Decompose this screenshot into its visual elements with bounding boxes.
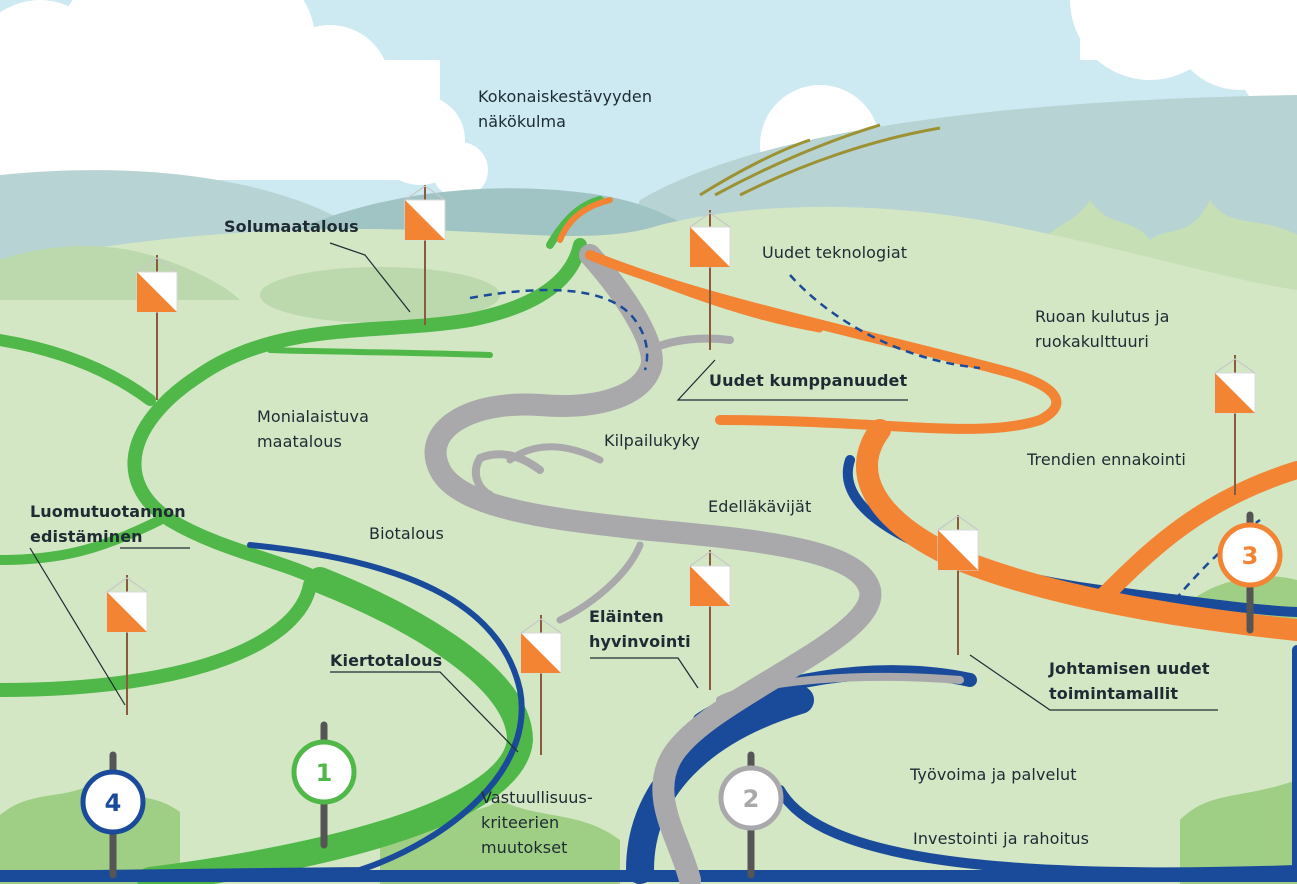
marker-1-label: 1: [316, 759, 333, 787]
cloud-right: [1070, 0, 1297, 120]
label-vastuullisuus: Vastuullisuus- kriteerien muutokset: [481, 788, 593, 857]
label-kokonaiskestavyys: Kokonaiskestävyyden näkökulma: [478, 87, 653, 131]
meadow-left-bump: [0, 245, 240, 300]
cloud-left: [0, 0, 488, 198]
label-solumaatalous: Solumaatalous: [224, 217, 359, 236]
label-biotalous: Biotalous: [369, 524, 444, 543]
marker-4-label: 4: [105, 789, 122, 817]
label-kiertotalous: Kiertotalous: [330, 651, 443, 670]
label-monialaistuva: Monialaistuva maatalous: [257, 407, 370, 451]
route-marker-icon: 4: [80, 751, 146, 879]
meadow-patch: [260, 267, 500, 323]
label-luomutuotanto: Luomutuotannon edistäminen: [30, 502, 186, 546]
route-marker-icon: 3: [1217, 511, 1283, 634]
route-marker-icon: 1: [291, 721, 357, 849]
leader-lines: [29, 242, 1218, 753]
label-ruoan-kulutus: Ruoan kulutus ja ruokakulttuuri: [1035, 307, 1170, 351]
label-johtamisen-toimintamallit: Johtamisen uudet toimintamallit: [1049, 659, 1210, 703]
meadow: [0, 206, 1297, 884]
marker-3-label: 3: [1242, 542, 1259, 570]
green-path: [0, 196, 604, 884]
olive-lines: [699, 123, 941, 197]
label-uudet-teknologiat: Uudet teknologiat: [762, 243, 908, 262]
grey-path: [424, 244, 964, 884]
label-edellakavijat: Edelläkävijät: [708, 497, 812, 516]
label-tyovoima: Työvoima ja palvelut: [910, 765, 1077, 784]
route-marker-icon: 2: [718, 751, 784, 879]
label-uudet-kumppanuudet: Uudet kumppanuudet: [709, 371, 908, 390]
label-elainten-hyvinvointi: Eläinten hyvinvointi: [589, 607, 691, 651]
label-kilpailukyky: Kilpailukyky: [604, 431, 700, 450]
label-investointi: Investointi ja rahoitus: [913, 829, 1090, 848]
label-trendien-ennakointi: Trendien ennakointi: [1027, 450, 1186, 469]
marker-2-label: 2: [743, 785, 760, 813]
